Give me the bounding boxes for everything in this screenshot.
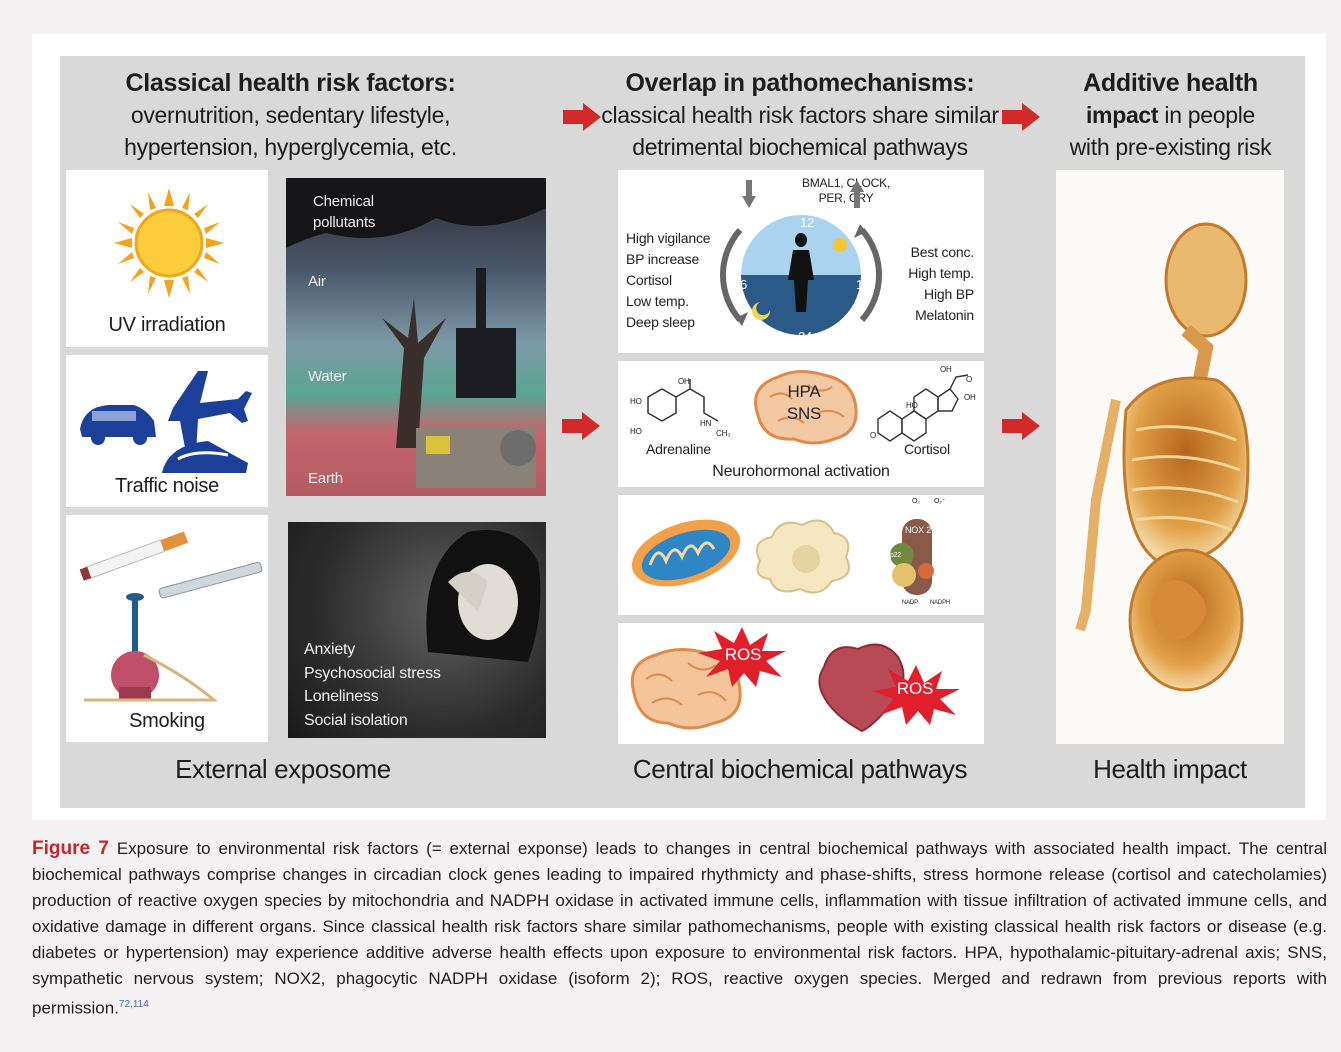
header-middle-line2: classical health risk factors share simi…: [600, 99, 1000, 131]
cortisol-o-top: O: [966, 375, 972, 385]
o2-label: O₂: [912, 497, 920, 506]
clock-genes-line2: PER, CRY: [796, 191, 896, 206]
chemical-line: Chemical: [313, 191, 375, 212]
circadian-left-item: Low temp.: [626, 291, 710, 312]
middle-arrow-2: [1002, 412, 1042, 440]
uv-box: UV irradiation: [66, 170, 268, 347]
nadph-label: NADPH: [930, 599, 950, 607]
header-middle-line1: Overlap in pathomechanisms:: [600, 67, 1000, 99]
neurohormonal-box: OH HO HO HN CH₃ Adrenaline HPA SNS OH O …: [618, 361, 984, 487]
circadian-left-item: Cortisol: [626, 270, 710, 291]
circadian-left-item: High vigilance: [626, 228, 710, 249]
immune-cell-icon: [750, 511, 856, 599]
o2-radical-label: O₂⁻: [934, 497, 945, 506]
adrenaline-ho2: HO: [630, 427, 642, 437]
header-right-line3: with pre-existing risk: [1058, 131, 1283, 163]
adrenaline-label: Adrenaline: [646, 439, 711, 460]
p22-label: p22: [890, 551, 901, 560]
down-arrow-icon: [742, 180, 756, 208]
middle-arrow-1: [562, 412, 602, 440]
mitochondrion-icon: [628, 513, 746, 593]
cortisol-oh-top: OH: [940, 365, 952, 375]
circadian-left-item: Deep sleep: [626, 312, 710, 333]
psychosocial-item: Social isolation: [304, 709, 441, 733]
skeleton-image: [1056, 170, 1284, 744]
pollution-box: Chemical pollutants Air Water Earth: [286, 178, 546, 496]
header-left-line3: hypertension, hyperglycemia, etc.: [118, 131, 463, 163]
header-left: Classical health risk factors: overnutri…: [118, 67, 463, 163]
adrenaline-oh: OH: [678, 377, 690, 387]
cortisol-oh-right: OH: [964, 393, 976, 403]
hour-24: 24: [798, 326, 812, 347]
circadian-right-item: High temp.: [908, 263, 974, 284]
footer-middle: Central biochemical pathways: [610, 754, 990, 785]
hour-6: 6: [740, 274, 747, 295]
header-right-line1: Additive health: [1058, 67, 1283, 99]
traffic-label: Traffic noise: [66, 475, 268, 498]
pollutants-line: pollutants: [313, 212, 375, 233]
header-arrow-2: [1002, 103, 1042, 131]
traffic-box: Traffic noise: [66, 355, 268, 507]
circadian-right-item: High BP: [908, 284, 974, 305]
circadian-box: BMAL1, CLOCK, PER, CRY 12 6 18 24 High v…: [618, 170, 984, 353]
pollution-air-label: Air: [308, 273, 326, 290]
clock-genes-label: BMAL1, CLOCK, PER, CRY: [796, 176, 896, 206]
smoking-box: Smoking: [66, 515, 268, 742]
cortisol-o-bottom: O: [870, 431, 876, 441]
header-right: Additive health impact in people with pr…: [1058, 67, 1283, 163]
clock-genes-line1: BMAL1, CLOCK,: [796, 176, 896, 191]
smoking-label: Smoking: [66, 710, 268, 733]
header-left-line1: Classical health risk factors:: [118, 67, 463, 99]
up-arrow-icon: [850, 180, 864, 208]
ros-box: ROS ROS: [618, 623, 984, 744]
psychosocial-item: Loneliness: [304, 685, 441, 709]
hour-18: 18: [856, 274, 870, 295]
circadian-left-list: High vigilance BP increase Cortisol Low …: [626, 228, 710, 333]
uv-label: UV irradiation: [66, 314, 268, 337]
caption-references[interactable]: 72,114: [119, 999, 149, 1010]
smoking-icon: [74, 525, 264, 705]
nadp-label: NADP: [902, 599, 918, 607]
psychosocial-item: Anxiety: [304, 638, 441, 662]
footer-right: Health impact: [1060, 754, 1280, 785]
psychosocial-list: Anxiety Psychosocial stress Loneliness S…: [304, 638, 441, 732]
circadian-right-list: Best conc. High temp. High BP Melatonin: [908, 242, 974, 326]
cells-box: NOX 2 p22 O₂ O₂⁻ NADP NADPH: [618, 495, 984, 615]
ros-label-1: ROS: [718, 645, 768, 665]
adrenaline-ho1: HO: [630, 397, 642, 407]
pollution-chemical-label: Chemical pollutants: [313, 191, 375, 233]
nox2-label: NOX 2: [905, 525, 931, 536]
header-arrow-1: [563, 103, 603, 131]
hour-12: 12: [800, 212, 814, 233]
header-middle-line3: detrimental biochemical pathways: [600, 131, 1000, 163]
figure-caption: Figure 7 Exposure to environmental risk …: [32, 836, 1327, 1022]
pollution-water-label: Water: [308, 368, 346, 385]
adrenaline-ch3: CH₃: [716, 429, 730, 439]
vehicles-icon: [78, 363, 258, 473]
header-right-line2-bold: impact: [1086, 102, 1158, 128]
hpa-sns-label: HPA SNS: [778, 381, 830, 425]
cortisol-ho: HO: [906, 401, 918, 411]
psychosocial-item: Psychosocial stress: [304, 662, 441, 686]
neurohormonal-label: Neurohormonal activation: [618, 461, 984, 482]
psychosocial-box: Anxiety Psychosocial stress Loneliness S…: [288, 522, 546, 738]
pollution-earth-label: Earth: [308, 470, 343, 487]
footer-left: External exposome: [118, 754, 448, 785]
sun-icon: [114, 188, 224, 298]
header-middle: Overlap in pathomechanisms: classical he…: [600, 67, 1000, 163]
ros-label-2: ROS: [890, 679, 940, 699]
health-impact-box: [1056, 170, 1284, 744]
sns-label: SNS: [778, 403, 830, 425]
circadian-left-item: BP increase: [626, 249, 710, 270]
header-right-line2-rest: in people: [1158, 102, 1255, 128]
adrenaline-hn: HN: [700, 419, 711, 429]
header-left-line2: overnutrition, sedentary lifestyle,: [118, 99, 463, 131]
circadian-right-item: Melatonin: [908, 305, 974, 326]
cortisol-structure: [872, 371, 978, 443]
hpa-label: HPA: [778, 381, 830, 403]
circadian-right-item: Best conc.: [908, 242, 974, 263]
cortisol-label: Cortisol: [904, 439, 950, 460]
figure-label: Figure 7: [32, 838, 109, 859]
caption-text: Exposure to environmental risk factors (…: [32, 839, 1327, 1018]
